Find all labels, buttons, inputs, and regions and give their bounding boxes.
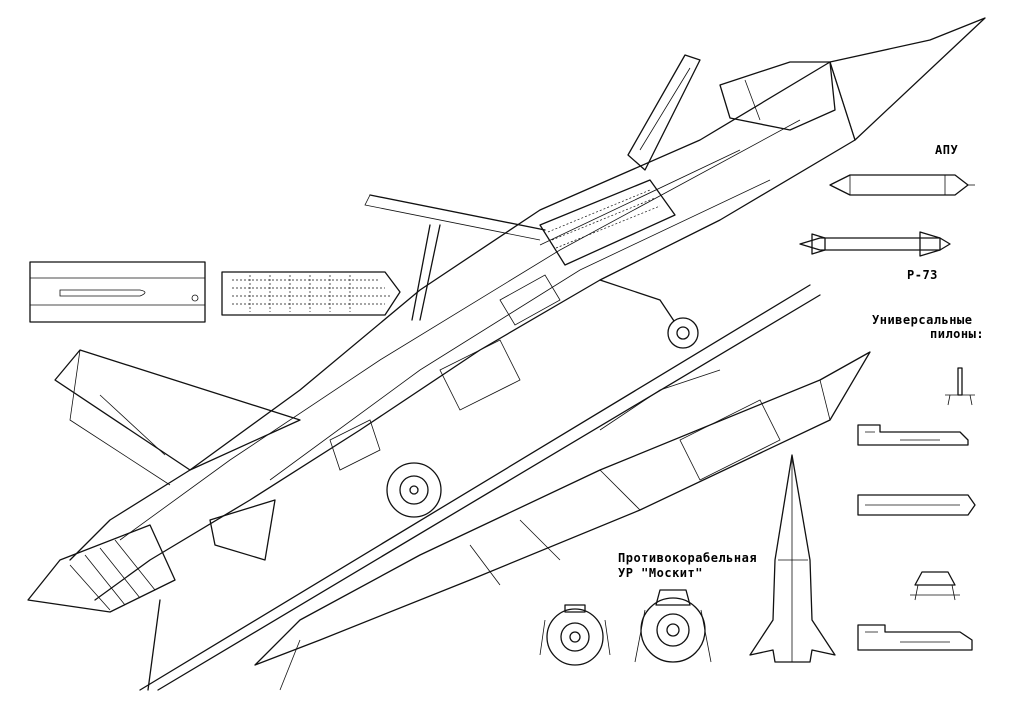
moskit-front-view-1: [539, 604, 611, 666]
pylon-side-view-1: [857, 424, 969, 446]
pylons-label-line1: Универсальные: [872, 313, 973, 327]
pylons-label-line2: пилоны:: [930, 327, 985, 341]
moskit-label-line2: УР "Москит": [618, 566, 703, 580]
pylon-side-view-2: [857, 494, 976, 516]
apu-label: АПУ: [935, 143, 959, 157]
detail-view-left-2: [221, 271, 401, 316]
pylon-front-view-2: [910, 571, 960, 601]
moskit-plan-view: [749, 454, 836, 663]
aircraft-plan-view: [139, 284, 871, 691]
pylon-side-view-3: [857, 624, 973, 651]
moskit-front-view-2: [634, 589, 712, 663]
apu-launcher-drawing: [829, 174, 975, 196]
moskit-label-line1: Противокорабельная: [618, 551, 758, 565]
pylon-front-view: [945, 367, 975, 406]
detail-view-left-1: [29, 261, 206, 323]
r73-missile-drawing: [799, 231, 951, 257]
r73-label: Р-73: [907, 268, 938, 282]
aircraft-side-view: [27, 17, 986, 691]
